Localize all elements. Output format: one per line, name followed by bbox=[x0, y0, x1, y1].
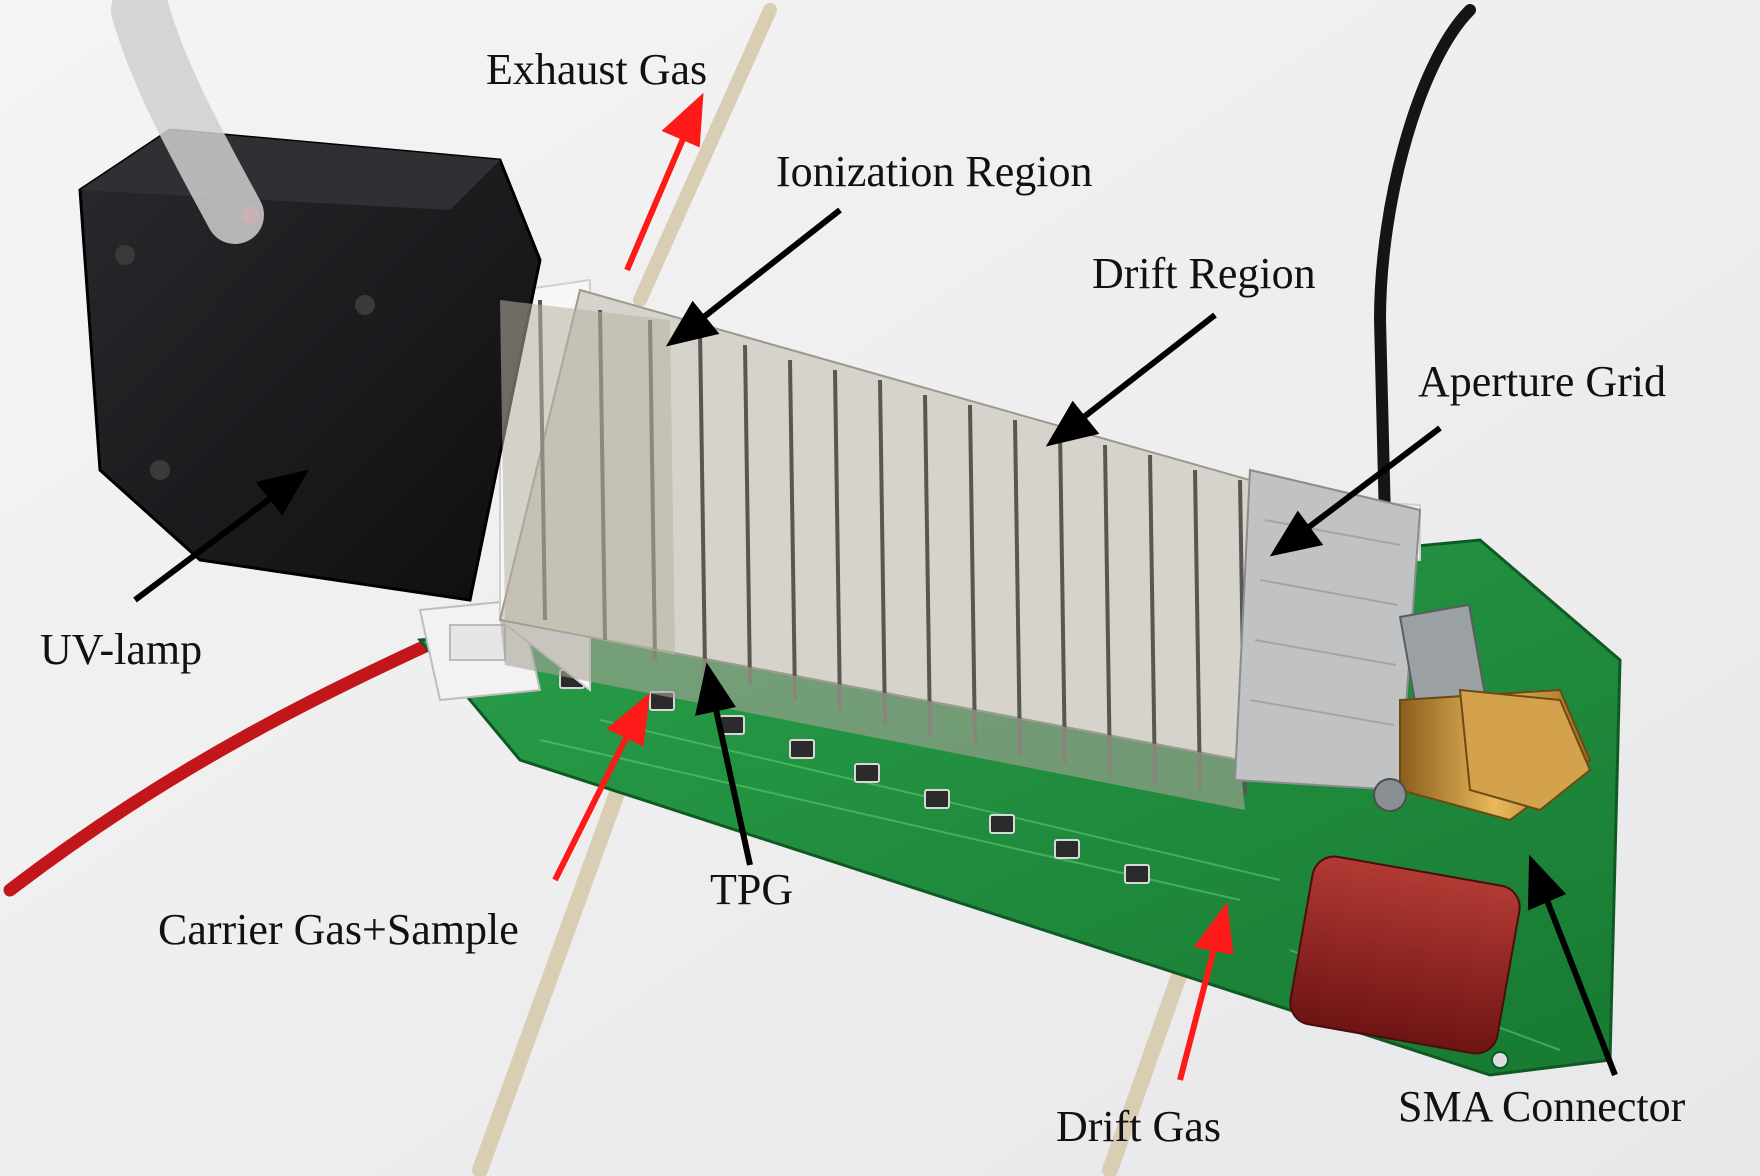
pointer-arrows bbox=[133, 207, 1618, 1077]
black-signal-cable bbox=[1373, 4, 1476, 526]
label-drift-gas: Drift Gas bbox=[1056, 1102, 1221, 1151]
label-drift-region: Drift Region bbox=[1092, 249, 1316, 298]
sma-connector bbox=[1373, 603, 1592, 822]
drift-region-pointer bbox=[1045, 312, 1217, 447]
label-exhaust-gas: Exhaust Gas bbox=[486, 45, 708, 94]
tpg-pointer bbox=[695, 662, 753, 866]
aperture-grid-block bbox=[1233, 468, 1422, 792]
label-sma-connector: SMA Connector bbox=[1398, 1082, 1686, 1131]
label-tpg: TPG bbox=[710, 865, 794, 914]
lamp-gas-tube bbox=[111, 0, 264, 244]
uv-lamp-pointer bbox=[133, 469, 310, 603]
red-capacitor bbox=[1289, 855, 1521, 1055]
gas-flow-arrows bbox=[552, 92, 1234, 1081]
sma-pointer bbox=[1527, 854, 1618, 1077]
carrier-flow-arrow bbox=[552, 692, 650, 882]
ionization-pointer bbox=[665, 207, 842, 347]
label-carrier-gas-sample: Carrier Gas+Sample bbox=[158, 905, 519, 954]
aperture-grid-pointer bbox=[1269, 425, 1442, 557]
red-power-cable bbox=[3, 623, 467, 897]
label-ionization-region: Ionization Region bbox=[776, 147, 1093, 196]
label-aperture-grid: Aperture Grid bbox=[1418, 357, 1667, 406]
drift-flow-arrow bbox=[1177, 902, 1234, 1081]
exhaust-tube bbox=[633, 3, 777, 307]
exhaust-flow-arrow bbox=[624, 92, 704, 272]
label-uv-lamp: UV-lamp bbox=[40, 625, 203, 674]
